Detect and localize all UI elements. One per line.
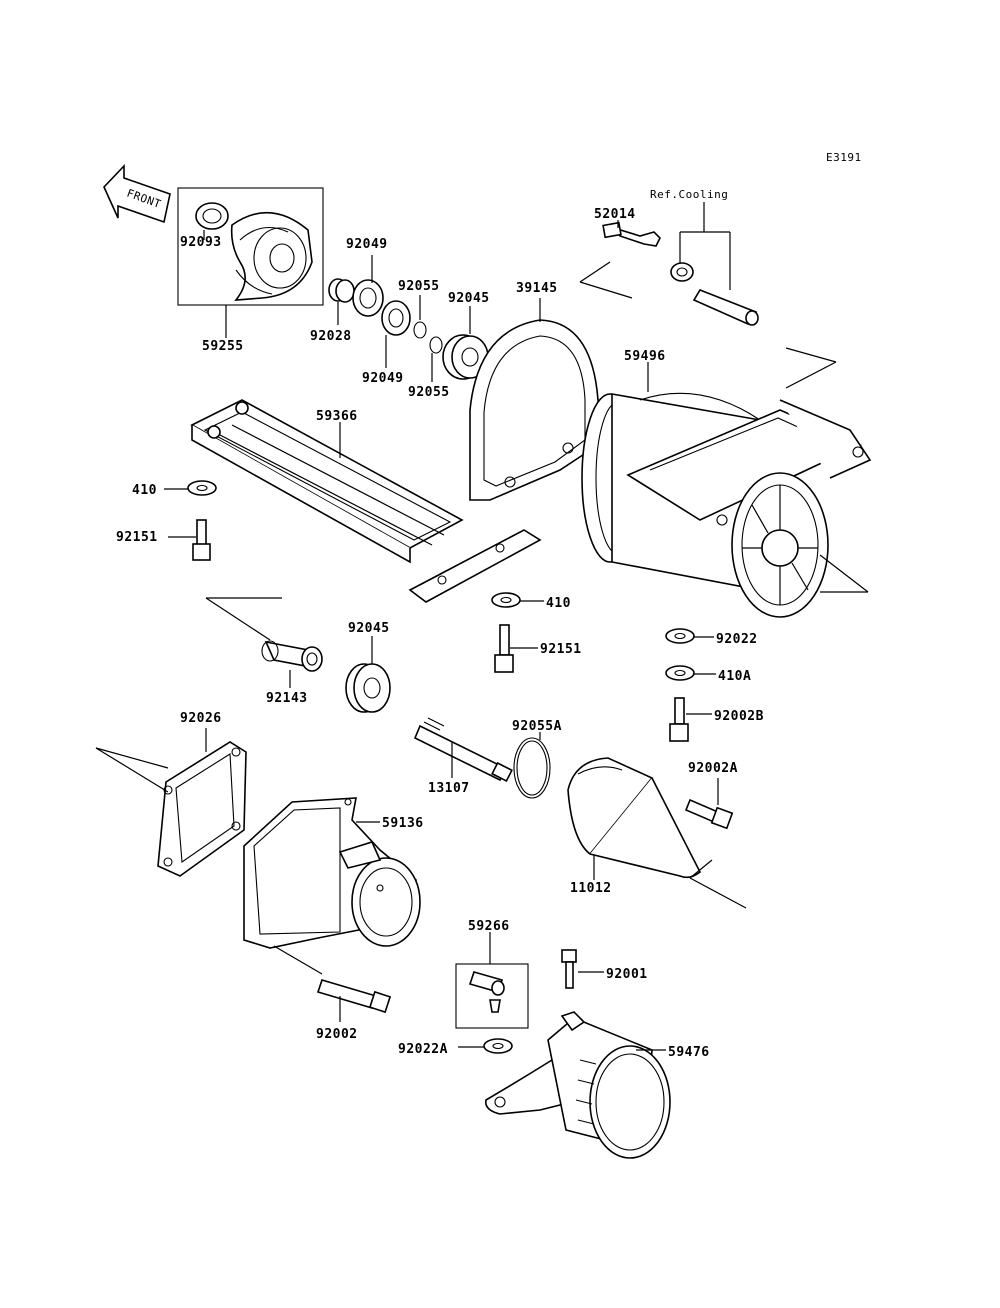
label-11012: 11012 xyxy=(570,881,612,896)
label-92055-lower: 92055 xyxy=(408,385,450,400)
label-92055-upper: 92055 xyxy=(398,279,440,294)
label-13107: 13107 xyxy=(428,781,470,796)
label-92045-upper: 92045 xyxy=(448,291,490,306)
shaft-13107 xyxy=(413,717,513,783)
bolt-92151-center xyxy=(494,624,514,673)
label-59136: 59136 xyxy=(382,816,424,831)
sleeve-92143 xyxy=(261,640,323,672)
label-92026: 92026 xyxy=(180,711,222,726)
oring-92055-lower xyxy=(429,336,443,354)
nozzle-59476 xyxy=(484,1011,671,1159)
bolt-92002A xyxy=(684,798,734,830)
label-92022: 92022 xyxy=(716,632,758,647)
oring-92055A xyxy=(513,737,551,799)
label-410-left: 410 xyxy=(132,483,157,498)
washer-410-center xyxy=(491,592,521,608)
label-92055A: 92055A xyxy=(512,719,562,734)
washer-92022A xyxy=(483,1038,513,1054)
kit-59266-box xyxy=(455,963,529,1029)
cone-11012 xyxy=(567,757,702,879)
gasket-92026 xyxy=(157,741,247,877)
label-92002B: 92002B xyxy=(714,709,764,724)
label-92028: 92028 xyxy=(310,329,352,344)
stator-59136 xyxy=(243,797,421,949)
cooling-hose xyxy=(692,289,759,326)
label-59266: 59266 xyxy=(468,919,510,934)
label-59255: 59255 xyxy=(202,339,244,354)
label-92093: 92093 xyxy=(180,235,222,250)
diagram-code: E3191 xyxy=(826,151,862,164)
label-52014: 52014 xyxy=(594,207,636,222)
spacer-92028 xyxy=(328,278,355,303)
seal-92049-upper xyxy=(352,279,384,317)
front-arrow-icon: FRONT xyxy=(103,164,171,224)
label-59366: 59366 xyxy=(316,409,358,424)
hose-clamp xyxy=(670,262,694,282)
label-92045-lower: 92045 xyxy=(348,621,390,636)
fitting-52014 xyxy=(602,221,661,247)
label-92002A: 92002A xyxy=(688,761,738,776)
label-92151-left: 92151 xyxy=(116,530,158,545)
bolt-92002B xyxy=(669,697,689,742)
bolt-92002 xyxy=(316,979,392,1014)
washer-410-left xyxy=(187,480,217,496)
label-92151-center: 92151 xyxy=(540,642,582,657)
ref-cooling-label: Ref.Cooling xyxy=(650,188,728,201)
plate-59366 xyxy=(190,399,542,603)
cover-39145 xyxy=(469,319,599,501)
seal-92049-lower xyxy=(381,300,411,336)
label-59496: 59496 xyxy=(624,349,666,364)
bearing-92045-lower xyxy=(345,663,391,713)
washer-410A xyxy=(665,665,695,681)
label-410A: 410A xyxy=(718,669,751,684)
bolt-92151-left xyxy=(192,519,211,561)
pump-housing-59496 xyxy=(581,392,872,618)
label-92022A: 92022A xyxy=(398,1042,448,1057)
label-92049-upper: 92049 xyxy=(346,237,388,252)
oring-92055-upper xyxy=(413,321,427,339)
bolt-92001 xyxy=(561,949,577,989)
bearing-92045-upper xyxy=(442,334,489,380)
label-92001: 92001 xyxy=(606,967,648,982)
label-92143: 92143 xyxy=(266,691,308,706)
label-92049-lower: 92049 xyxy=(362,371,404,386)
fitting-59266 xyxy=(468,971,505,1013)
label-59476: 59476 xyxy=(668,1045,710,1060)
label-92002: 92002 xyxy=(316,1027,358,1042)
washer-92022 xyxy=(665,628,695,644)
impeller-assembly xyxy=(177,187,324,306)
label-410-center: 410 xyxy=(546,596,571,611)
label-39145: 39145 xyxy=(516,281,558,296)
